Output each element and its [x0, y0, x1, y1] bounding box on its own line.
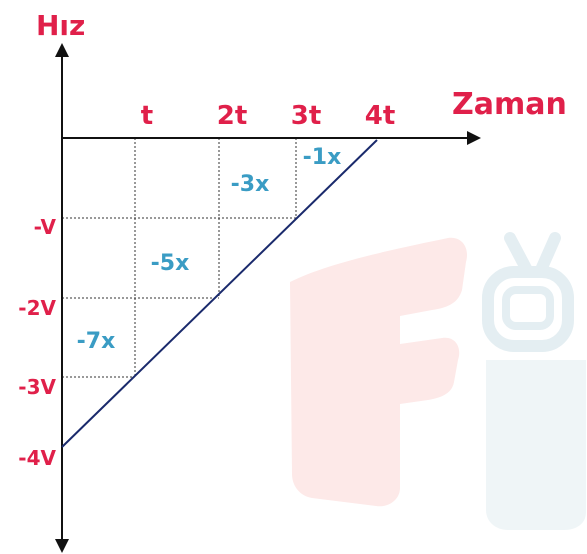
watermark-f-shape	[290, 237, 468, 507]
area-label: -1x	[303, 145, 342, 170]
velocity-tick-label: -V	[34, 215, 57, 239]
area-label: -3x	[231, 172, 270, 197]
time-tick-label: t	[141, 101, 153, 131]
time-tick-label: 3t	[291, 101, 322, 131]
velocity-tick-label: -3V	[18, 375, 56, 399]
area-label: -7x	[77, 329, 116, 354]
time-tick-label: 2t	[217, 101, 248, 131]
watermark-logo	[290, 232, 586, 530]
time-tick-label: 4t	[365, 101, 396, 131]
axes	[55, 43, 481, 553]
watermark-robot-body	[486, 360, 586, 530]
velocity-tick-label: -2V	[18, 296, 56, 320]
grid	[62, 138, 297, 378]
watermark-robot-head	[482, 266, 574, 352]
area-label: -5x	[151, 251, 190, 276]
velocity-tick-label: -4V	[18, 446, 56, 470]
y-axis-title: Hız	[36, 9, 85, 42]
x-axis-title: Zaman	[452, 87, 567, 122]
velocity-line	[61, 139, 378, 448]
watermark-robot-face	[502, 286, 554, 330]
